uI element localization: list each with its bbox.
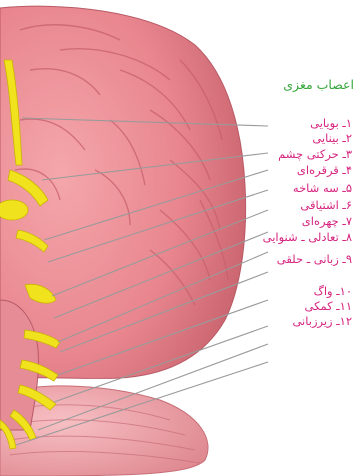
nerve-label-3: ۳ـ حرکتی چشم bbox=[232, 148, 352, 161]
nerve-label-12: ۱۲ـ زیرزبانی bbox=[232, 315, 352, 328]
nerve-label-5: ۵ـ سه شاخه bbox=[232, 182, 352, 195]
nerve-label-6: ۶ـ اشتیاقی bbox=[232, 199, 352, 212]
nerve-label-1: ۱ـ بویایی bbox=[232, 117, 352, 130]
nerve-label-8: ۸ـ تعادلی ـ شنوایی bbox=[232, 231, 352, 244]
legend-title: اعصاب مغزی bbox=[264, 77, 354, 92]
optic-chiasm bbox=[0, 200, 28, 220]
nerve-label-11: ۱۱ـ کمکی bbox=[232, 300, 352, 313]
nerve-label-2: ۲ـ بینایی bbox=[232, 132, 352, 145]
nerve-label-10: ۱۰ـ واگ bbox=[232, 285, 352, 298]
nerve-label-4: ۴ـ قرقره‌ای bbox=[232, 164, 352, 177]
nerve-label-9: ۹ـ زبانی ـ حلقی bbox=[232, 253, 352, 266]
nerve-label-7: ۷ـ چهره‌ای bbox=[232, 215, 352, 228]
